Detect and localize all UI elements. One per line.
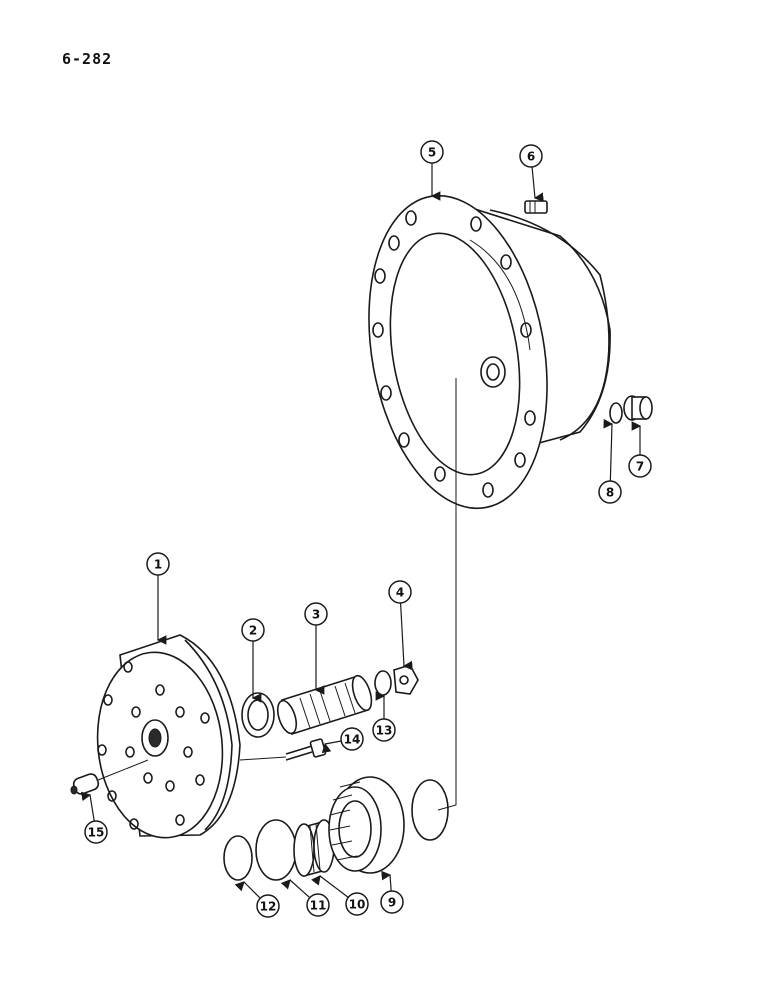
- callout-circle-3: [304, 602, 328, 626]
- plug-part-7: [623, 395, 653, 421]
- callout-circle-2: [241, 618, 265, 642]
- callout-label-5: 5: [428, 146, 436, 160]
- callout-10: 10: [311, 875, 369, 916]
- gear-part-9: [328, 776, 405, 874]
- callout-label-12: 12: [260, 900, 277, 914]
- callout-4: 4: [388, 580, 413, 671]
- callout-circle-15: [84, 820, 108, 844]
- shaft-part-3: [276, 674, 373, 736]
- callout-leader-12: [234, 881, 261, 899]
- callout-leader-6: [531, 166, 544, 202]
- bolt-part-6: [524, 200, 548, 214]
- callout-label-2: 2: [249, 624, 257, 638]
- snap-ring-part-11: [255, 819, 297, 881]
- callout-circle-4: [388, 580, 412, 604]
- callout-7: 7: [628, 421, 652, 478]
- carrier-holes: [97, 661, 210, 830]
- callout-14: 14: [321, 727, 364, 754]
- callout-15: 15: [80, 791, 108, 844]
- callout-label-11: 11: [310, 899, 327, 913]
- callout-label-14: 14: [344, 733, 361, 747]
- flange-bolt-holes: [372, 210, 536, 498]
- callout-11: 11: [280, 879, 330, 917]
- callout-8: 8: [598, 418, 622, 504]
- callout-label-3: 3: [312, 608, 320, 622]
- callout-leader-14: [321, 740, 342, 754]
- callout-label-15: 15: [88, 826, 105, 840]
- callout-circle-11: [306, 893, 330, 917]
- callout-circle-13: [372, 718, 396, 742]
- carrier-part-1: [96, 634, 241, 839]
- callout-circle-5: [420, 140, 444, 164]
- callout-circle-8: [598, 480, 622, 504]
- page-code: 6-282: [62, 50, 113, 68]
- snap-ring-part-12: [223, 835, 253, 881]
- callout-1: 1: [146, 552, 170, 645]
- callout-circle-1: [146, 552, 170, 576]
- callout-label-1: 1: [154, 558, 162, 572]
- callout-circle-9: [380, 890, 404, 914]
- callout-5: 5: [420, 140, 444, 201]
- callout-2: 2: [241, 618, 265, 703]
- callout-6: 6: [519, 144, 544, 202]
- callout-label-8: 8: [606, 486, 614, 500]
- callout-13: 13: [372, 691, 396, 742]
- housing-part-5: [368, 194, 611, 510]
- callout-leader-4: [399, 602, 413, 671]
- bolt-part-14: [285, 738, 327, 761]
- bearing-part-10: [293, 819, 335, 878]
- callout-label-13: 13: [376, 724, 393, 738]
- callout-circle-7: [628, 454, 652, 478]
- washer-part-8: [609, 402, 623, 424]
- callout-label-7: 7: [636, 460, 644, 474]
- callout-3: 3: [304, 602, 328, 695]
- callout-label-6: 6: [527, 150, 535, 164]
- callout-9: 9: [380, 870, 404, 914]
- pin-part-15: [70, 773, 100, 795]
- callout-circle-12: [256, 894, 280, 918]
- callout-label-10: 10: [349, 898, 366, 912]
- thrust-washer-part-2: [241, 692, 275, 738]
- callout-label-9: 9: [388, 896, 396, 910]
- snap-ring-part-13: [374, 670, 392, 696]
- callout-label-4: 4: [396, 586, 404, 600]
- callout-circle-14: [340, 727, 364, 751]
- callout-circle-6: [519, 144, 543, 168]
- callout-leader-11: [280, 879, 311, 899]
- callout-leader-15: [80, 791, 95, 822]
- callout-leader-10: [311, 875, 349, 898]
- callout-12: 12: [234, 881, 280, 918]
- lock-plate-part-4: [393, 664, 419, 695]
- callout-circle-10: [345, 892, 369, 916]
- retaining-ring: [411, 779, 449, 841]
- callout-leader-8: [603, 418, 614, 482]
- callout-leader-9: [381, 870, 392, 892]
